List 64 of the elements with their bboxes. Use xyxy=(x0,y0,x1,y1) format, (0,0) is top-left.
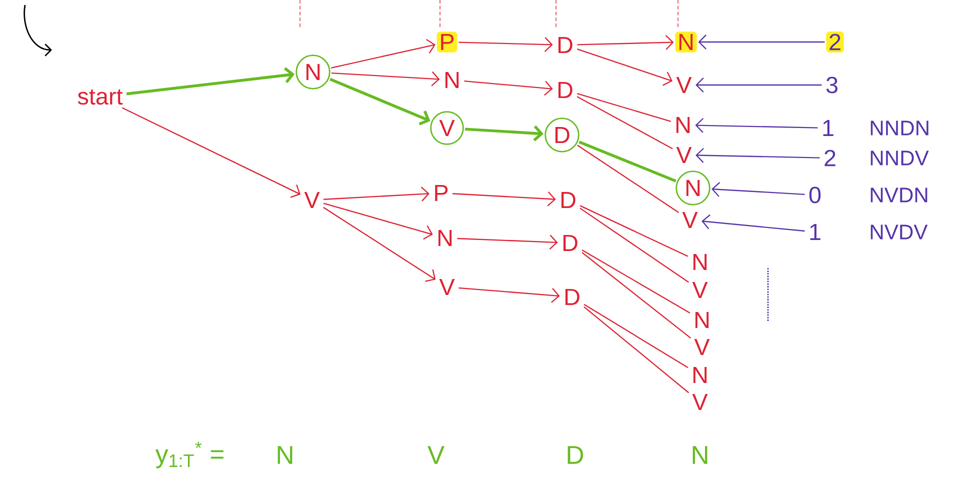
tag-letter: N xyxy=(693,366,707,384)
arrow xyxy=(126,67,295,96)
count-number: 2 xyxy=(824,150,836,166)
arrow xyxy=(458,37,553,52)
arrow xyxy=(695,118,818,133)
arrow xyxy=(464,125,544,142)
tag-letter: V xyxy=(692,394,708,410)
tag-letter: D xyxy=(544,118,580,152)
arrow xyxy=(330,38,436,69)
tag-letter: V xyxy=(439,278,455,296)
tag-letter: D xyxy=(563,234,578,252)
count-number: 1 xyxy=(823,120,834,136)
tag-letter: N xyxy=(693,254,707,270)
arrow xyxy=(458,287,560,303)
path-tag: V xyxy=(428,446,444,464)
tag-letter: D xyxy=(558,82,572,98)
tag-letter: N xyxy=(296,54,330,90)
tag-letter: N xyxy=(676,116,690,134)
tag-letter: N xyxy=(695,312,709,328)
arrow xyxy=(702,214,805,232)
start-label: start xyxy=(78,89,123,105)
path-tag: D xyxy=(568,446,584,464)
tag-letter: V xyxy=(676,76,692,94)
path-tag: N xyxy=(278,446,292,464)
arrow xyxy=(331,71,440,86)
arrow xyxy=(457,234,558,250)
count-number: 1 xyxy=(810,224,820,240)
tag-letter: V xyxy=(304,192,320,208)
tag-letter: V xyxy=(692,282,708,298)
arrow xyxy=(696,78,822,92)
arrow xyxy=(323,206,436,282)
tag-letter: V xyxy=(430,111,464,145)
tag-sequence: NNDV xyxy=(870,150,929,166)
tag-letter: D xyxy=(558,36,572,54)
tag-letter: N xyxy=(675,32,697,52)
count-number: 2 xyxy=(826,31,844,53)
arrow xyxy=(122,107,301,198)
arrow xyxy=(577,35,674,50)
tag-letter: V xyxy=(682,212,698,228)
tag-sequence: NVDV xyxy=(870,224,928,240)
tag-letter: P xyxy=(436,32,458,52)
tag-letter: V xyxy=(676,146,692,164)
arrow xyxy=(452,191,556,206)
tag-letter: N xyxy=(438,230,452,246)
tag-letter: N xyxy=(676,170,710,206)
path-formula: y$_{1:T}$$^{*}$ = xyxy=(155,442,224,468)
tag-sequence: NVDN xyxy=(870,188,928,202)
arrow xyxy=(464,80,553,96)
count-number: 0 xyxy=(809,186,821,204)
tag-sequence: NNDN xyxy=(870,120,928,136)
tag-letter: D xyxy=(561,192,576,208)
path-tag: N xyxy=(692,446,708,464)
tag-letter: N xyxy=(445,72,459,88)
count-number: 3 xyxy=(826,76,838,94)
arrow xyxy=(712,182,805,197)
arrow xyxy=(576,48,672,86)
arrow xyxy=(323,202,433,240)
arrow xyxy=(698,34,825,50)
tag-letter: P xyxy=(435,184,448,202)
arrow xyxy=(324,186,430,202)
tag-letter: D xyxy=(565,288,580,306)
tag-letter: V xyxy=(694,338,710,356)
arrow xyxy=(696,148,820,163)
arrow xyxy=(330,78,430,126)
